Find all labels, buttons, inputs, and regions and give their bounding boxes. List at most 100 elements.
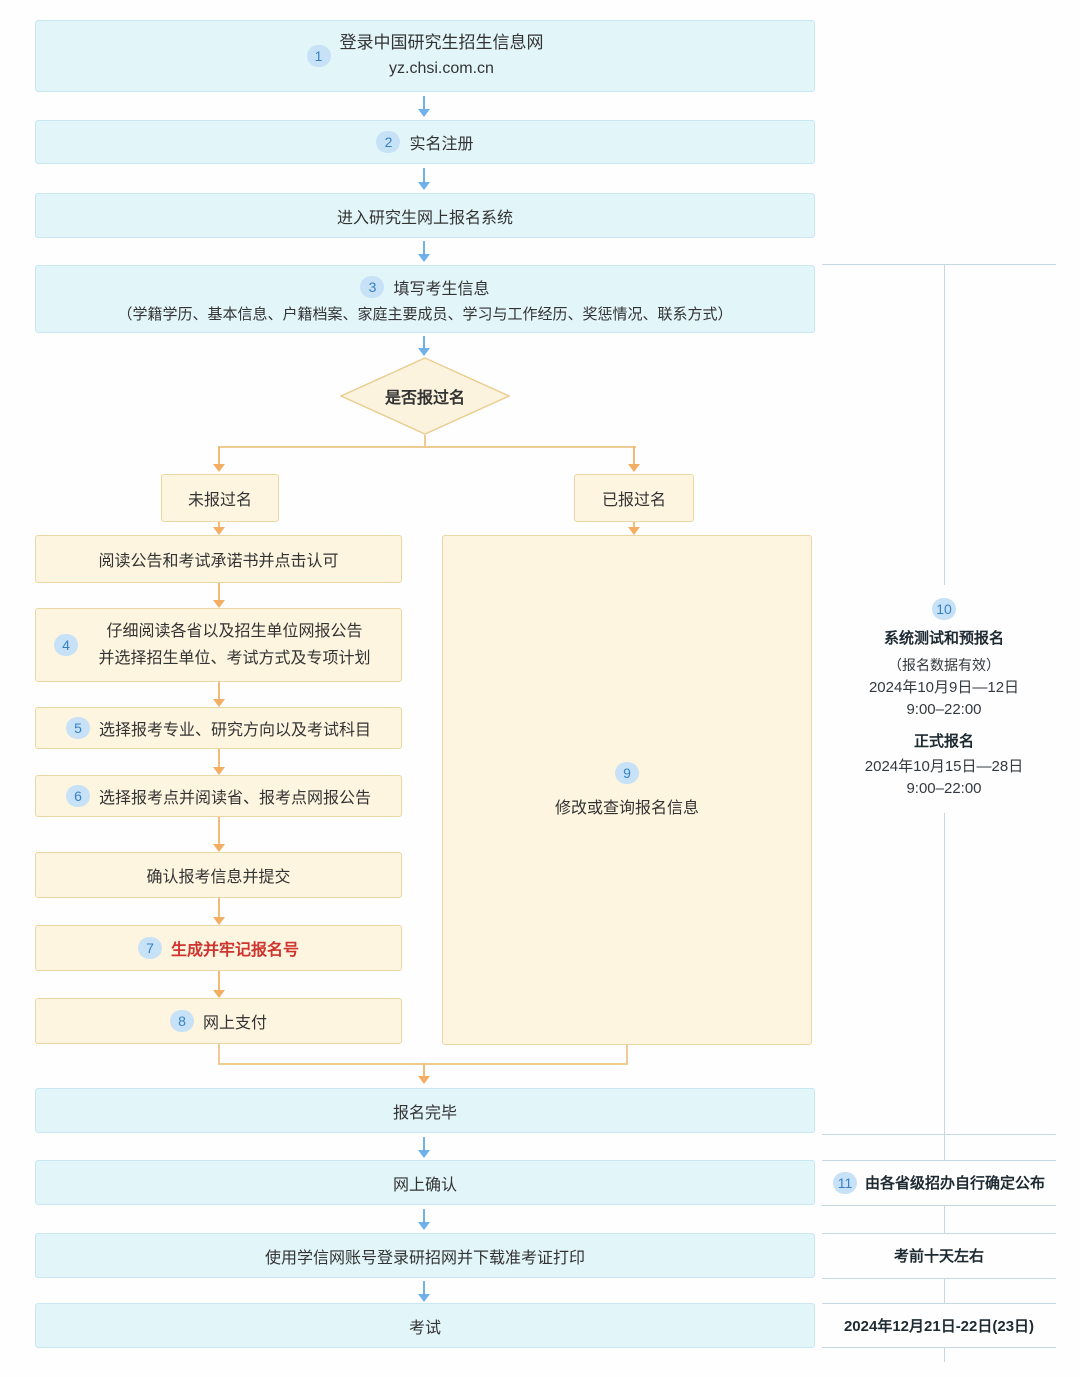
- arrow-down-icon: [213, 682, 225, 707]
- connector-line: [218, 1044, 220, 1065]
- step9-label: 修改或查询报名信息: [554, 800, 699, 817]
- step3-badge: 3: [360, 275, 385, 298]
- finish-label: 报名完毕: [392, 1104, 457, 1122]
- step10-badge: 10: [932, 598, 956, 620]
- connector-line: [218, 446, 636, 448]
- step8-label: 网上支付: [202, 1015, 267, 1032]
- sidebar-line: [944, 1205, 945, 1233]
- arrow-down-icon: [628, 522, 640, 535]
- step6-badge: 6: [65, 785, 90, 807]
- branch-yes-box: 已报过名: [574, 474, 694, 522]
- arrow-down-icon: [213, 749, 225, 775]
- connector-line: [626, 1045, 628, 1065]
- step4-box: 4 仔细阅读各省以及招生单位网报公告 并选择招生单位、考试方式及专项计划: [35, 608, 402, 682]
- branch-no-label: 未报过名: [187, 492, 252, 509]
- step11-note: 11 由各省级招办自行确定公布: [822, 1162, 1056, 1203]
- step9-badge: 9: [614, 762, 639, 784]
- arrow-down-icon: [213, 971, 225, 998]
- arrow-down-icon: [213, 817, 225, 852]
- arrow-down-icon: [418, 1137, 430, 1158]
- sidebar-line: [944, 1134, 945, 1160]
- confirm-online-box: 网上确认: [35, 1160, 815, 1205]
- arrow-down-icon: [418, 1281, 430, 1302]
- step5-label: 选择报考专业、研究方向以及考试科目: [98, 722, 371, 739]
- branch-yes-label: 已报过名: [601, 492, 666, 509]
- step8-badge: 8: [169, 1010, 194, 1032]
- read-notice-label: 阅读公告和考试承诺书并点击认可: [98, 553, 339, 570]
- step9-box: 9 修改或查询报名信息: [442, 535, 812, 1045]
- enter-system-label: 进入研究生网上报名系统: [336, 209, 513, 227]
- confirm-submit-box: 确认报考信息并提交: [35, 852, 402, 898]
- exam-label: 考试: [408, 1319, 441, 1337]
- exam-box: 考试: [35, 1303, 815, 1348]
- step2-register-box: 2 实名注册: [35, 120, 815, 164]
- arrow-down-icon: [418, 336, 430, 356]
- step8-box: 8 网上支付: [35, 998, 402, 1044]
- step10-date1: 2024年10月9日—12日: [868, 679, 1020, 696]
- step11-label: 由各省级招办自行确定公布: [864, 1175, 1045, 1192]
- sidebar-line: [822, 1233, 1056, 1234]
- arrow-down-icon: [418, 96, 430, 117]
- sidebar-line: [944, 264, 945, 585]
- step4-line2: 并选择招生单位、考试方式及专项计划: [98, 650, 371, 667]
- read-notice-box: 阅读公告和考试承诺书并点击认可: [35, 535, 402, 583]
- step6-label: 选择报考点并阅读省、报考点网报公告: [98, 790, 371, 807]
- confirm-online-label: 网上确认: [392, 1176, 457, 1194]
- sidebar-line: [822, 1160, 1056, 1161]
- decision-diamond: [340, 357, 510, 435]
- download-ticket-label: 使用学信网账号登录研招网并下载准考证打印: [264, 1249, 585, 1267]
- confirm-submit-label: 确认报考信息并提交: [146, 869, 291, 886]
- step7-label: 生成并牢记报名号: [170, 942, 299, 959]
- sidebar-line: [822, 1205, 1056, 1206]
- step11-badge: 11: [832, 1171, 857, 1194]
- connector-line: [424, 435, 426, 447]
- step7-box: 7 生成并牢记报名号: [35, 925, 402, 971]
- step10-note: 10 系统测试和预报名 （报名数据有效） 2024年10月9日—12日 9:00…: [824, 598, 1064, 800]
- arrow-down-icon: [628, 446, 640, 472]
- arrow-down-icon: [213, 583, 225, 608]
- sidebar-line: [944, 813, 945, 1134]
- download-note: 考前十天左右: [822, 1235, 1056, 1276]
- step1-badge: 1: [306, 45, 331, 67]
- sidebar-line: [944, 1278, 945, 1303]
- step5-box: 5 选择报考专业、研究方向以及考试科目: [35, 707, 402, 749]
- step10-title1: 系统测试和预报名: [883, 630, 1004, 647]
- step3-fill-info-box: 3 填写考生信息 （学籍学历、基本信息、户籍档案、家庭主要成员、学习与工作经历、…: [35, 265, 815, 333]
- step4-badge: 4: [54, 634, 78, 656]
- arrow-down-icon: [213, 522, 225, 535]
- step2-badge: 2: [376, 131, 401, 153]
- step10-time2: 9:00–22:00: [906, 780, 982, 797]
- step10-time1: 9:00–22:00: [906, 701, 982, 718]
- step10-title2: 正式报名: [913, 733, 974, 750]
- sidebar-line: [822, 1278, 1056, 1279]
- sidebar-line: [944, 1347, 945, 1362]
- exam-date-label: 2024年12月21日-22日(23日): [843, 1317, 1035, 1335]
- arrow-down-icon: [213, 446, 225, 472]
- enter-system-box: 进入研究生网上报名系统: [35, 193, 815, 238]
- step1-title: 登录中国研究生招生信息网: [339, 33, 544, 52]
- step1-url: yz.chsi.com.cn: [389, 60, 494, 77]
- sidebar-line: [822, 264, 1056, 265]
- step5-badge: 5: [65, 717, 90, 739]
- step6-box: 6 选择报考点并阅读省、报考点网报公告: [35, 775, 402, 817]
- arrow-down-icon: [418, 241, 430, 262]
- download-ticket-box: 使用学信网账号登录研招网并下载准考证打印: [35, 1233, 815, 1278]
- step10-sub1: （报名数据有效）: [888, 657, 1000, 673]
- arrow-down-icon: [418, 1063, 430, 1084]
- step7-badge: 7: [137, 937, 162, 959]
- sidebar-line: [822, 1134, 1056, 1135]
- decision-label: 是否报过名: [384, 390, 465, 407]
- exam-date-note: 2024年12月21日-22日(23日): [822, 1305, 1056, 1345]
- arrow-down-icon: [418, 1209, 430, 1230]
- step1-login-box: 1 登录中国研究生招生信息网 yz.chsi.com.cn: [35, 20, 815, 92]
- sidebar-line: [822, 1303, 1056, 1304]
- step3-detail: （学籍学历、基本信息、户籍档案、家庭主要成员、学习与工作经历、奖惩情况、联系方式…: [117, 305, 733, 323]
- arrow-down-icon: [418, 168, 430, 190]
- arrow-down-icon: [213, 898, 225, 925]
- sidebar-line: [822, 1347, 1056, 1348]
- step10-date2: 2024年10月15日—28日: [864, 758, 1024, 775]
- download-note-label: 考前十天左右: [893, 1248, 984, 1265]
- step2-label: 实名注册: [409, 136, 474, 153]
- branch-no-box: 未报过名: [161, 474, 279, 522]
